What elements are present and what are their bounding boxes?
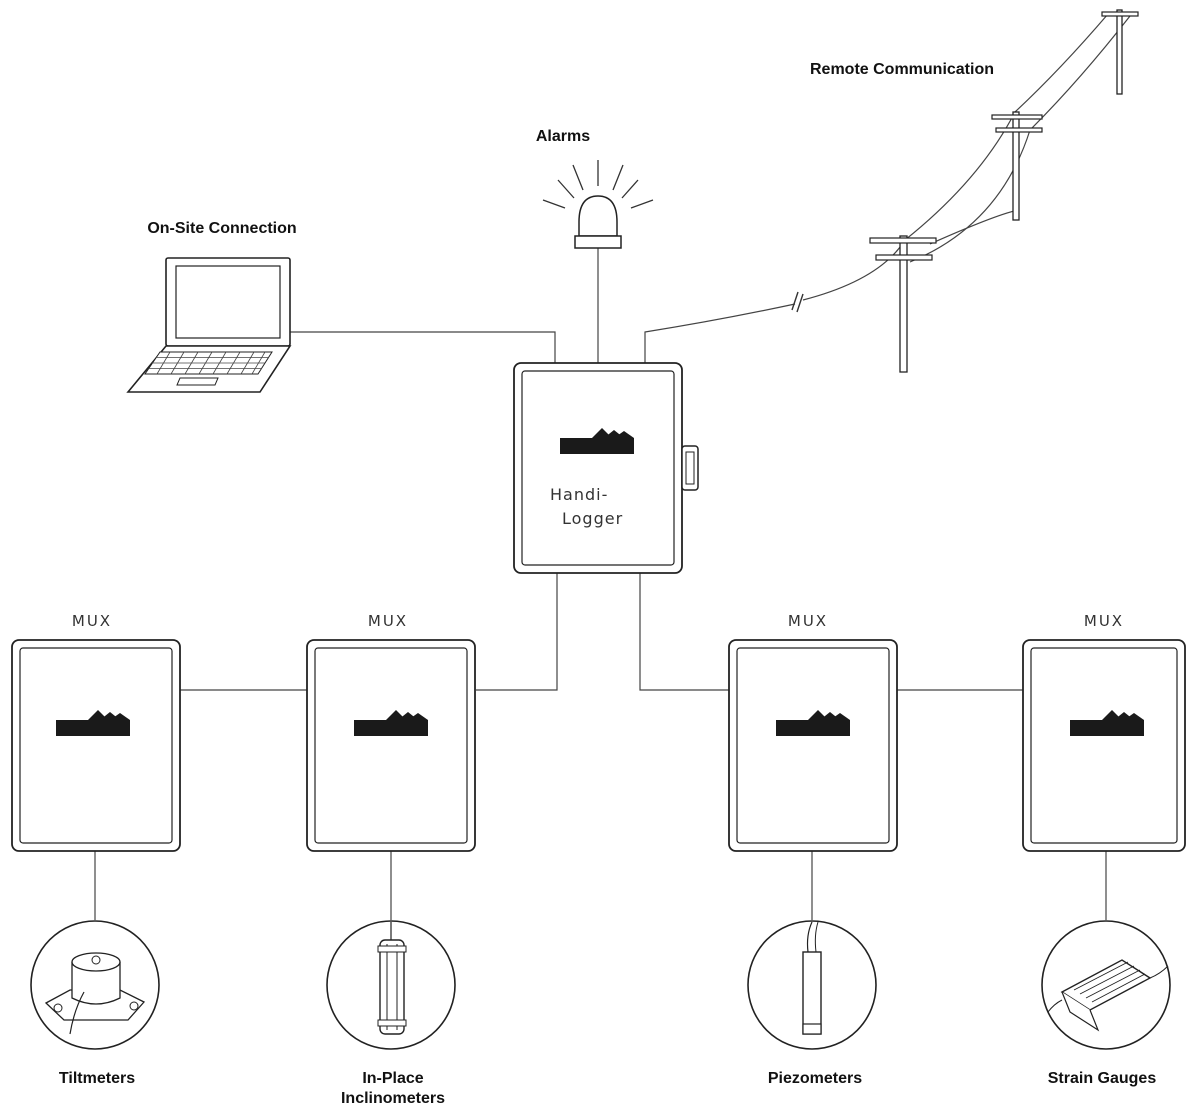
strain-gauges-label: Strain Gauges (1048, 1070, 1157, 1087)
pole-3 (1116, 9, 1123, 95)
mux-1-label: MUX (72, 612, 112, 630)
pole-1-crossarm-top (869, 237, 937, 244)
inclinometers-label-line-1: In-Place (362, 1070, 423, 1087)
laptop-to-logger-wire (288, 331, 556, 363)
logger-door (521, 370, 675, 566)
strain-gauge-icon (1041, 920, 1171, 1050)
logger-name-line-2: Logger (562, 509, 623, 528)
alarm-beacon-icon (542, 160, 654, 249)
overhead-line-1 (802, 13, 1109, 301)
beacon-rays (542, 160, 654, 209)
laptop-icon (126, 257, 292, 393)
pole-2 (1012, 111, 1020, 221)
telephone-poles-icon (791, 9, 1139, 373)
mux-3-label: MUX (788, 612, 828, 630)
logger-to-remote-wire (644, 303, 796, 363)
laptop-keys (148, 351, 269, 375)
handi-logger-unit (513, 362, 699, 574)
alarms-label: Alarms (536, 128, 590, 145)
tiltmeter-icon (30, 920, 160, 1050)
logger-brand-logo (560, 428, 634, 454)
beacon-dome (578, 195, 618, 237)
tiltmeters-label: Tiltmeters (59, 1070, 135, 1087)
line-break-mark (791, 291, 804, 313)
inclinometer-icon (326, 920, 456, 1050)
pole-1-crossarm-bottom (875, 254, 933, 261)
overhead-line-2 (909, 15, 1131, 263)
mux-2-brand-logo (354, 710, 428, 736)
remote-communication-label: Remote Communication (810, 61, 994, 78)
mux-unit-1 (11, 639, 181, 852)
mux-4-brand-logo (1070, 710, 1144, 736)
logger-name-line-1: Handi- (550, 485, 608, 504)
logger-to-mux3-wire (639, 572, 730, 691)
pole-1 (899, 235, 908, 373)
beacon-base (574, 235, 622, 249)
logger-handle (681, 445, 699, 491)
mux-3-brand-logo (776, 710, 850, 736)
laptop-touchpad (176, 377, 219, 386)
mux-unit-2 (306, 639, 476, 852)
piezometer-icon (747, 920, 877, 1050)
piezometers-label: Piezometers (768, 1070, 862, 1087)
mux-4-label: MUX (1084, 612, 1124, 630)
overhead-line-3 (929, 209, 1019, 245)
mux-unit-4 (1022, 639, 1186, 852)
pole-2-crossarm-bottom (995, 127, 1043, 133)
mux-1-brand-logo (56, 710, 130, 736)
pole-2-crossarm-top (991, 114, 1043, 120)
on-site-connection-label: On-Site Connection (147, 220, 296, 237)
laptop-screen (175, 265, 281, 339)
logger-enclosure (513, 362, 683, 574)
pole-3-crossarm (1101, 11, 1139, 17)
mux-unit-3 (728, 639, 898, 852)
inclinometers-label-line-2: Inclinometers (341, 1090, 445, 1107)
logger-to-mux2-wire (476, 572, 558, 691)
connection-wires (94, 248, 1107, 920)
mux-2-label: MUX (368, 612, 408, 630)
